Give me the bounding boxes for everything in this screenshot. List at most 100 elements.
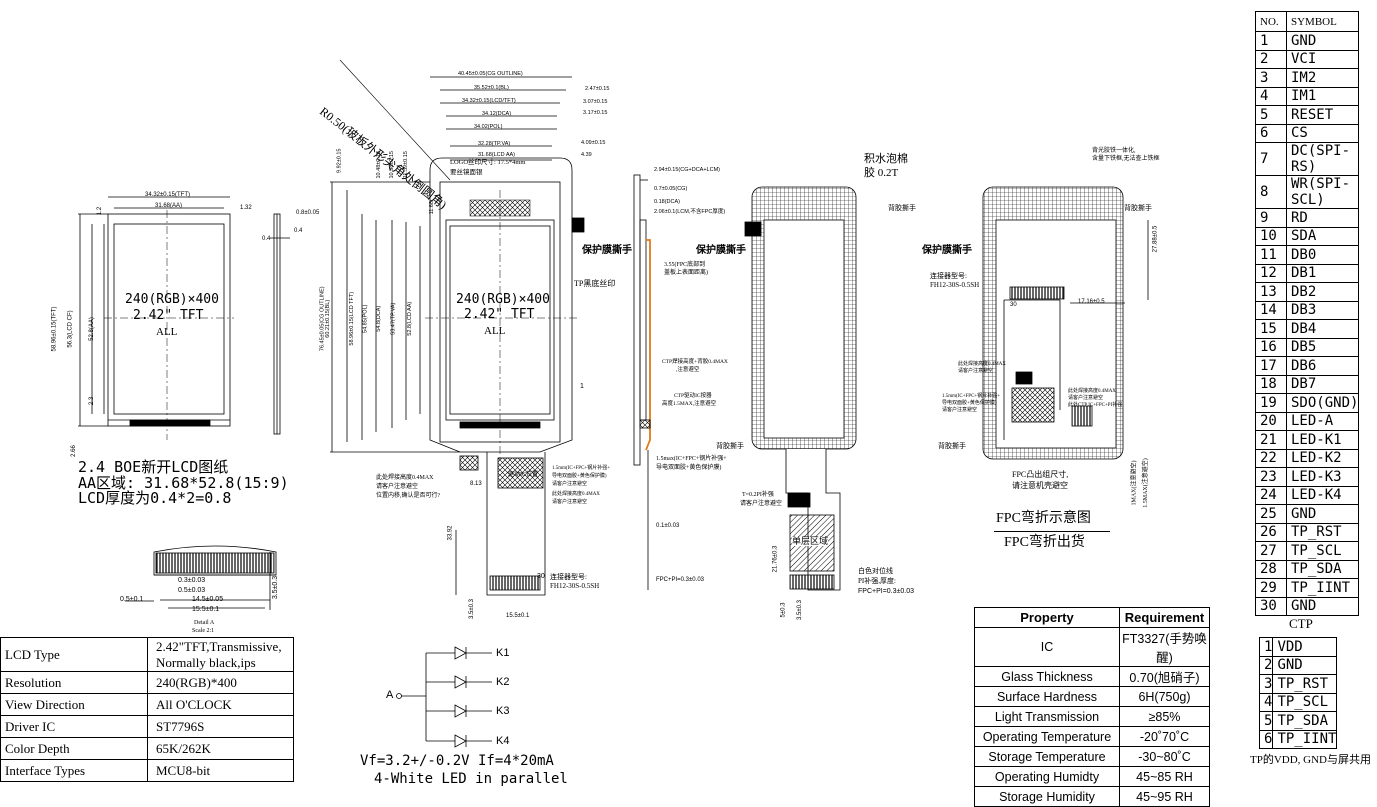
dim-12: 1.2	[97, 206, 104, 216]
pin-number: 16	[1255, 337, 1287, 357]
front-dim-top-0: 40.45±0.05(CG OUTLINE)	[458, 71, 523, 77]
pin-number: 27	[1255, 541, 1287, 561]
spec-label: Resolution	[0, 671, 148, 694]
dim-width-aa: 31.68(AA)	[155, 203, 183, 209]
property-row: Light Transmission≥85%	[974, 706, 1210, 727]
requirement-header: Requirement	[1119, 607, 1210, 628]
back2-ctp-3: 此处CTP IC+FPC+PI补强	[1068, 403, 1123, 408]
front-size-label: 2.42" TFT	[464, 307, 535, 322]
pin-number: 25	[1255, 504, 1287, 524]
dim-23: 2.3	[89, 396, 96, 406]
property-value: -20˚70˚C	[1119, 726, 1210, 747]
side-dim-01: 0.1±0.03	[656, 523, 680, 529]
back2-tape: 背胶撕手	[1124, 204, 1152, 212]
back2-ic-1: 1.5mm(IC+FPC+钢片补强+	[942, 394, 1001, 399]
back2-dim-1max: 1MAX(注意避空)	[1131, 460, 1138, 506]
front-dim-left-2: 58.96±0.15(LCD TFT)	[349, 291, 356, 346]
back-tape: 背胶撕手	[888, 204, 916, 212]
ctp-pin-number: 6	[1258, 729, 1274, 749]
pin-number: 4	[1255, 86, 1287, 106]
front-dim-right-4: 4.39	[581, 152, 592, 158]
back2-pin-30: 30	[1010, 302, 1017, 308]
front-dim-v-4: 11.68	[428, 201, 435, 215]
dim-height-tft: 58.96±0.15(TFT)	[51, 306, 58, 352]
pin-symbol: TP_SCL	[1285, 541, 1360, 561]
spec-value: 65K/262K	[147, 737, 294, 760]
ctp-pin-number: 4	[1258, 692, 1274, 712]
side-ctp-ic-1: CTP驱动IC按器	[674, 393, 712, 399]
pin-number: 17	[1255, 356, 1287, 376]
dim-266: 2.66	[70, 445, 77, 457]
pin-number: 28	[1255, 559, 1287, 579]
pin-number: 26	[1255, 522, 1287, 542]
property-name: IC	[974, 627, 1120, 667]
back2-dim-15max: 1.5MAX(注意避空)	[1142, 458, 1149, 508]
pin-symbol: IM1	[1285, 86, 1360, 106]
spec-value: All O'CLOCK	[147, 693, 294, 716]
back-pi-1: T=0.2PI补强	[742, 492, 774, 498]
ctp-pin-symbol: TP_SCL	[1272, 692, 1338, 712]
front-fpc-note-2: 请客户注意避空	[376, 484, 419, 490]
pin-number: 23	[1255, 467, 1287, 487]
pin-symbol: LED-K3	[1285, 467, 1360, 487]
pin-number: 29	[1255, 578, 1287, 598]
back-foam-2: 胶 0.2T	[864, 167, 899, 179]
pin-symbol: SDA	[1285, 226, 1360, 246]
property-value: -30~80˚C	[1119, 746, 1210, 767]
front-dim-v-1: 10.48±0.15	[376, 151, 382, 179]
led-circuit	[396, 646, 492, 748]
ctp-pin-number: 2	[1258, 655, 1274, 675]
front-dim-left-6: 52.8(LCD AA)	[407, 301, 414, 336]
dim-132: 1.32	[240, 205, 252, 211]
back2-ctp-2: 请客户注意避空	[1068, 396, 1104, 401]
front-dim-left-5: 53.47(TP.VA)	[390, 302, 397, 335]
detail-dim-5: 0.5±0.1	[120, 596, 144, 603]
property-name: Glass Thickness	[974, 666, 1120, 687]
pin-symbol: DB6	[1285, 356, 1360, 376]
front-connector-1: 连接器型号:	[550, 573, 587, 581]
left-size-label: 2.42" TFT	[133, 308, 204, 323]
property-row: Storage Temperature-30~80˚C	[974, 746, 1210, 767]
pin-symbol: DB3	[1285, 300, 1360, 320]
pin-number: 5	[1255, 105, 1287, 125]
side-dim-2: 0.7±0.05(CG)	[654, 186, 688, 192]
front-dim-right-0: 2.47±0.15	[585, 86, 610, 92]
side-dim-4: 2.06±0.1(LCM,不含FPC厚度)	[654, 209, 726, 215]
front-view-drawing	[330, 76, 585, 596]
side-ctp-note-1: CTP焊接高度+背胶0.4MAX	[662, 359, 728, 365]
fpc-bend-diagram-title: FPC弯折示意图	[996, 511, 1091, 526]
back2-connector-1: 连接器型号:	[930, 272, 967, 280]
spec-value: ST7796S	[147, 715, 294, 738]
pin-number: 24	[1255, 485, 1287, 505]
pin-symbol: GND	[1285, 596, 1360, 616]
spec-value: MCU8-bit	[147, 759, 294, 782]
back2-fpc-2: 请注意机壳避空	[1012, 481, 1068, 490]
detail-dim-6: 3.5±0.3	[272, 575, 280, 600]
property-name: Surface Hardness	[974, 686, 1120, 707]
pin-symbol: LED-K1	[1285, 430, 1360, 450]
detail-dim-4: 15.5±0.1	[192, 606, 220, 613]
side-ctp-ic-2: 高度1.5MAX,注意避空	[662, 401, 717, 407]
side-dim-1: 2.94±0.15(CG+DCA+LCM)	[654, 167, 720, 173]
back2-weld-2: 请客户注意避空	[958, 369, 994, 374]
dim-04b: 0.4	[294, 228, 303, 234]
back2-ic-3: 请客户注意避空	[942, 408, 978, 413]
property-name: Storage Humidity	[974, 786, 1120, 807]
front-tp-print: TP黑底丝印	[574, 279, 616, 288]
pin-symbol: GND	[1285, 31, 1360, 51]
back2-protect-film: 保护膜撕手	[922, 245, 972, 256]
